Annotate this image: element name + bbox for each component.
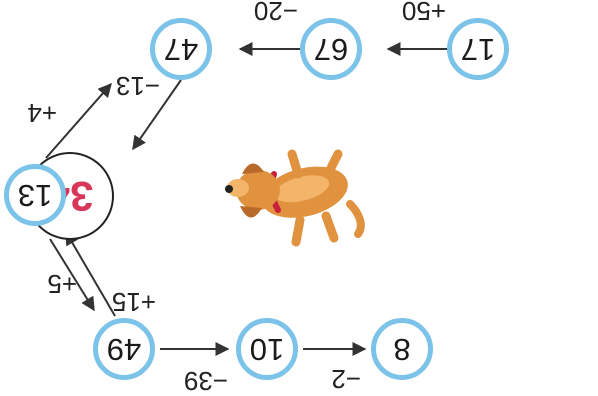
node-49-value: 49 [106,332,142,367]
op-plus-4: +4 [27,98,57,128]
puppy-tail [346,200,365,238]
op-plus-15: +15 [111,287,156,317]
node-49: 49 [93,318,155,380]
node-13-value: 13 [17,178,53,213]
node-8-value: 8 [393,332,411,367]
node-67-value: 67 [313,32,349,67]
node-10: 10 [236,318,298,380]
op-minus-2: −2 [331,364,361,394]
arrow-8-to-13 [65,230,116,317]
puppy-belly [274,175,330,203]
puppy-head [236,170,280,210]
arrow-34-to-49 [49,238,95,312]
op-plus-5: +5 [47,269,77,299]
puppy-legs [287,149,343,247]
puppy-ear [240,206,262,218]
node-47-value: 47 [163,32,199,67]
op-plus-50: +50 [401,0,446,26]
node-17: 17 [447,18,509,80]
node-67: 67 [300,18,362,80]
node-10-value: 10 [249,332,285,367]
puppy-snout [227,179,249,197]
node-13: 13 [4,164,66,226]
node-8: 8 [371,318,433,380]
arrow-13-to-17 [45,82,112,159]
puppy-nose [225,185,233,193]
op-minus-20: −20 [253,0,298,26]
puppy-illustration [225,149,365,247]
arrow-47-to-34 [132,79,182,151]
puppy-ear-2 [242,163,264,174]
op-minus-13: −13 [115,71,160,101]
node-17-value: 17 [460,32,496,67]
op-minus-39: −39 [183,366,228,396]
